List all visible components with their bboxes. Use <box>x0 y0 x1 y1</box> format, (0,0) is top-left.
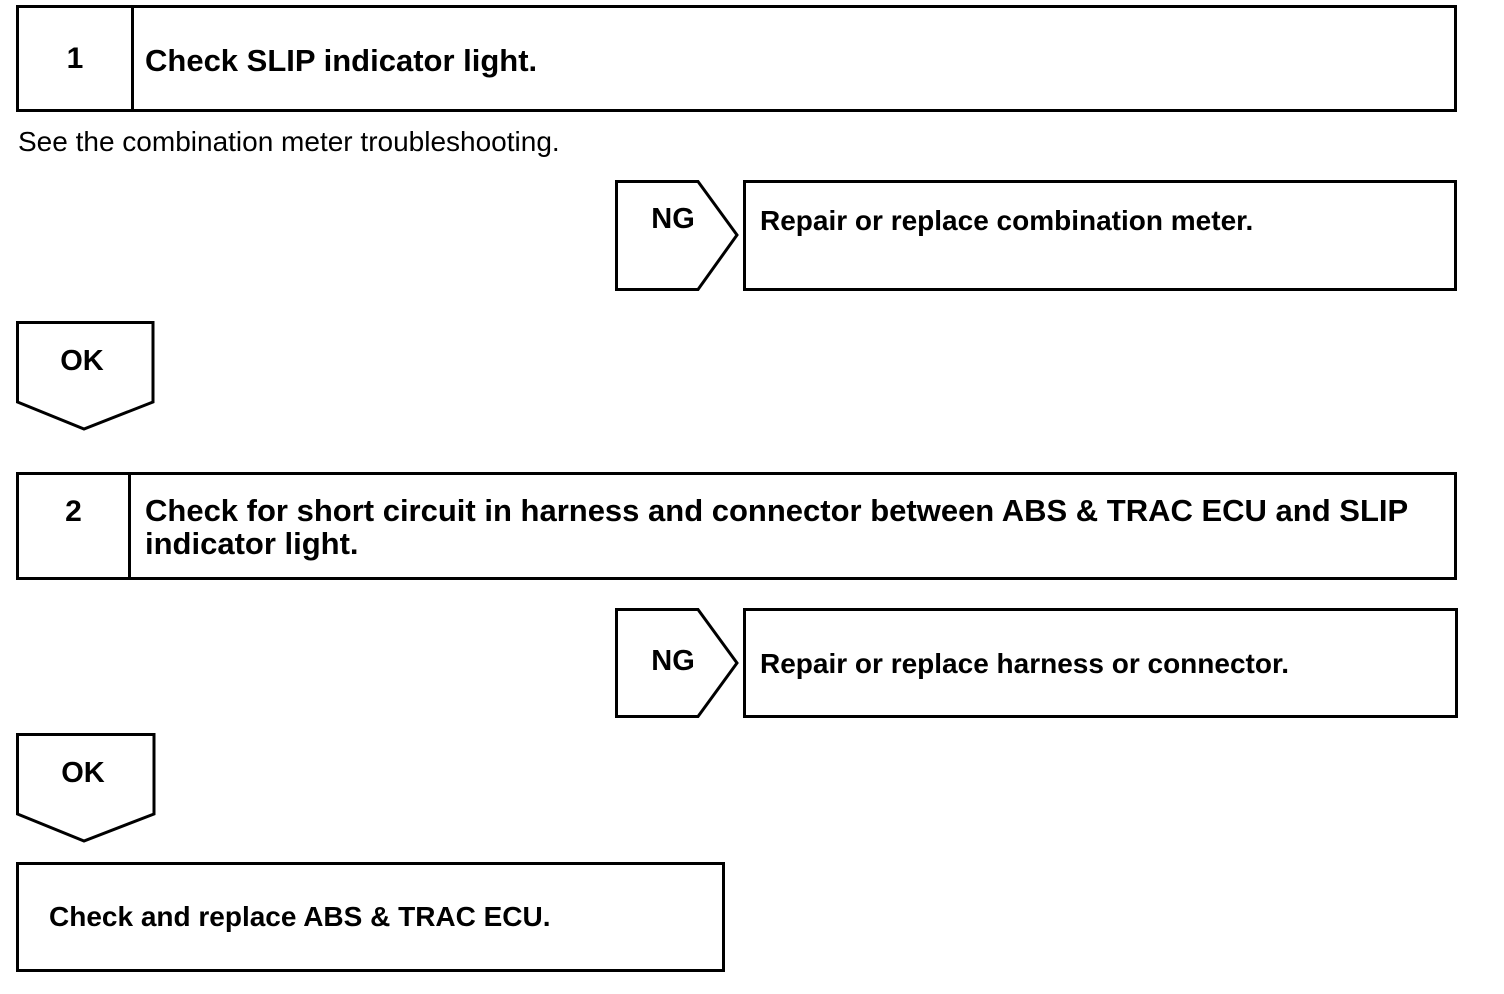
step-1-box: 1 Check SLIP indicator light. <box>16 5 1457 112</box>
step-2-box: 2 Check for short circuit in harness and… <box>16 472 1457 580</box>
ng-action-text-1: Repair or replace combination meter. <box>760 205 1254 236</box>
ng-label-1: NG <box>651 203 695 235</box>
ng-action-box-1: Repair or replace combination meter. <box>743 180 1457 291</box>
ng-arrow-1 <box>615 180 739 291</box>
step-2-number: 2 <box>19 475 131 577</box>
ok-arrow-2 <box>16 733 156 843</box>
ng-arrow-2 <box>615 608 739 718</box>
ng-action-box-2: Repair or replace harness or connector. <box>743 608 1458 718</box>
ok-label-1: OK <box>60 345 104 377</box>
note-text: See the combination meter troubleshootin… <box>18 126 560 157</box>
final-action-text: Check and replace ABS & TRAC ECU. <box>49 901 551 932</box>
ng-label-2: NG <box>651 645 695 677</box>
step-1-number: 1 <box>19 8 134 109</box>
ok-arrow-1 <box>16 321 155 431</box>
step-1-text: Check SLIP indicator light. <box>145 43 538 78</box>
step-2-number-text: 2 <box>65 495 82 528</box>
step-2-text: Check for short circuit in harness and c… <box>145 493 1408 561</box>
final-action-box: Check and replace ABS & TRAC ECU. <box>16 862 725 972</box>
ng-action-text-2: Repair or replace harness or connector. <box>760 648 1290 679</box>
ok-label-2: OK <box>61 757 105 789</box>
